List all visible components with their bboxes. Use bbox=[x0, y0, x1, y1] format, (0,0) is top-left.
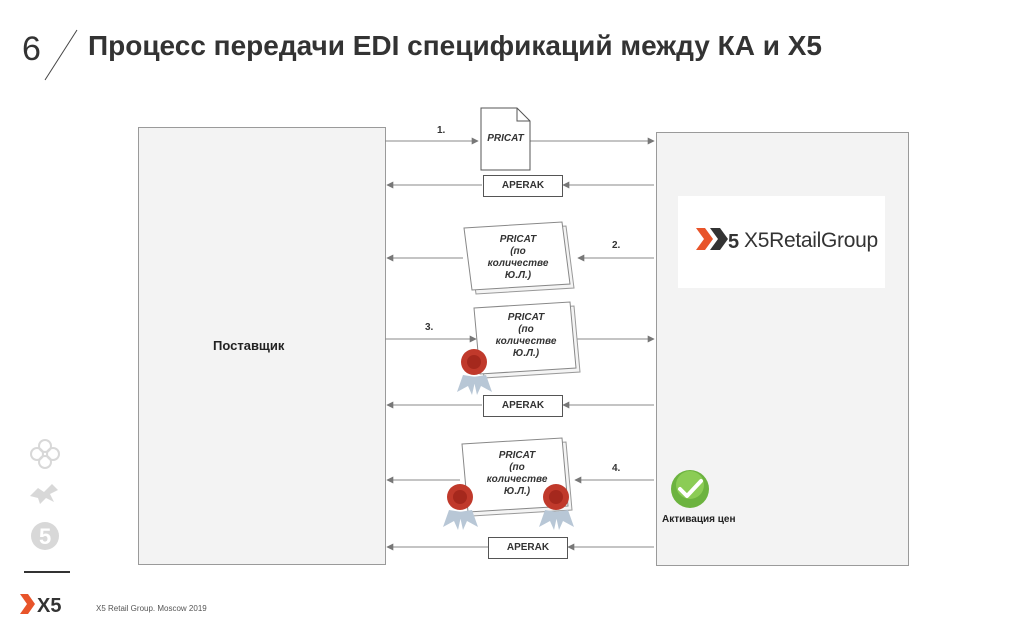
svg-text:5: 5 bbox=[39, 524, 51, 549]
step-4-label: 4. bbox=[612, 463, 621, 474]
pricat-document-icon bbox=[480, 107, 531, 171]
check-icon bbox=[671, 470, 709, 508]
aperak-box: APERAK bbox=[488, 537, 568, 559]
pricat-doc-4-label: PRICAT (по количестве Ю.Л.) bbox=[486, 450, 548, 497]
x5-footer-logo: X5 bbox=[20, 594, 61, 616]
footer-caption: X5 Retail Group. Moscow 2019 bbox=[96, 604, 207, 613]
pricat-label: PRICAT bbox=[487, 133, 524, 144]
wax-seal-icon bbox=[443, 484, 478, 530]
step-3-label: 3. bbox=[425, 322, 434, 333]
step-1-label: 1. bbox=[437, 125, 446, 136]
clover-logo-icon bbox=[30, 439, 60, 469]
number-five-logo-icon: 5 bbox=[31, 522, 59, 550]
horse-rider-logo-icon bbox=[30, 484, 58, 504]
slide-number: 6 bbox=[22, 30, 41, 68]
x5-chevron-orange-icon bbox=[20, 594, 35, 614]
aperak-box: APERAK bbox=[483, 175, 563, 197]
x5-footer-logo-text: X5 bbox=[37, 595, 61, 616]
slide-title: Процесс передачи EDI спецификаций между … bbox=[88, 30, 822, 61]
pricat-doc-2-label: PRICAT (по количестве Ю.Л.) bbox=[487, 234, 549, 281]
price-activation-label: Активация цен bbox=[662, 514, 736, 525]
pricat-stack-icon-3 bbox=[473, 301, 581, 379]
x5-retail-group-logo: 5 X5RetailGroup bbox=[678, 196, 885, 288]
aperak-box: APERAK bbox=[483, 395, 563, 417]
pricat-stack-icon-2 bbox=[463, 221, 575, 295]
title-divider bbox=[44, 29, 78, 81]
step-2-label: 2. bbox=[612, 240, 621, 251]
side-brand-logos: 5 bbox=[30, 439, 60, 550]
x5-logo-mark-icon: 5 bbox=[696, 228, 739, 252]
pricat-doc-3-label: PRICAT (по количестве Ю.Л.) bbox=[495, 312, 557, 359]
wax-seal-icon bbox=[457, 349, 492, 395]
svg-text:5: 5 bbox=[728, 231, 739, 252]
x5-logo-text: X5RetailGroup bbox=[744, 229, 878, 252]
supplier-lane bbox=[138, 127, 386, 565]
supplier-label: Поставщик bbox=[213, 338, 285, 353]
wax-seal-icon bbox=[539, 484, 574, 530]
footer-divider bbox=[24, 571, 70, 573]
